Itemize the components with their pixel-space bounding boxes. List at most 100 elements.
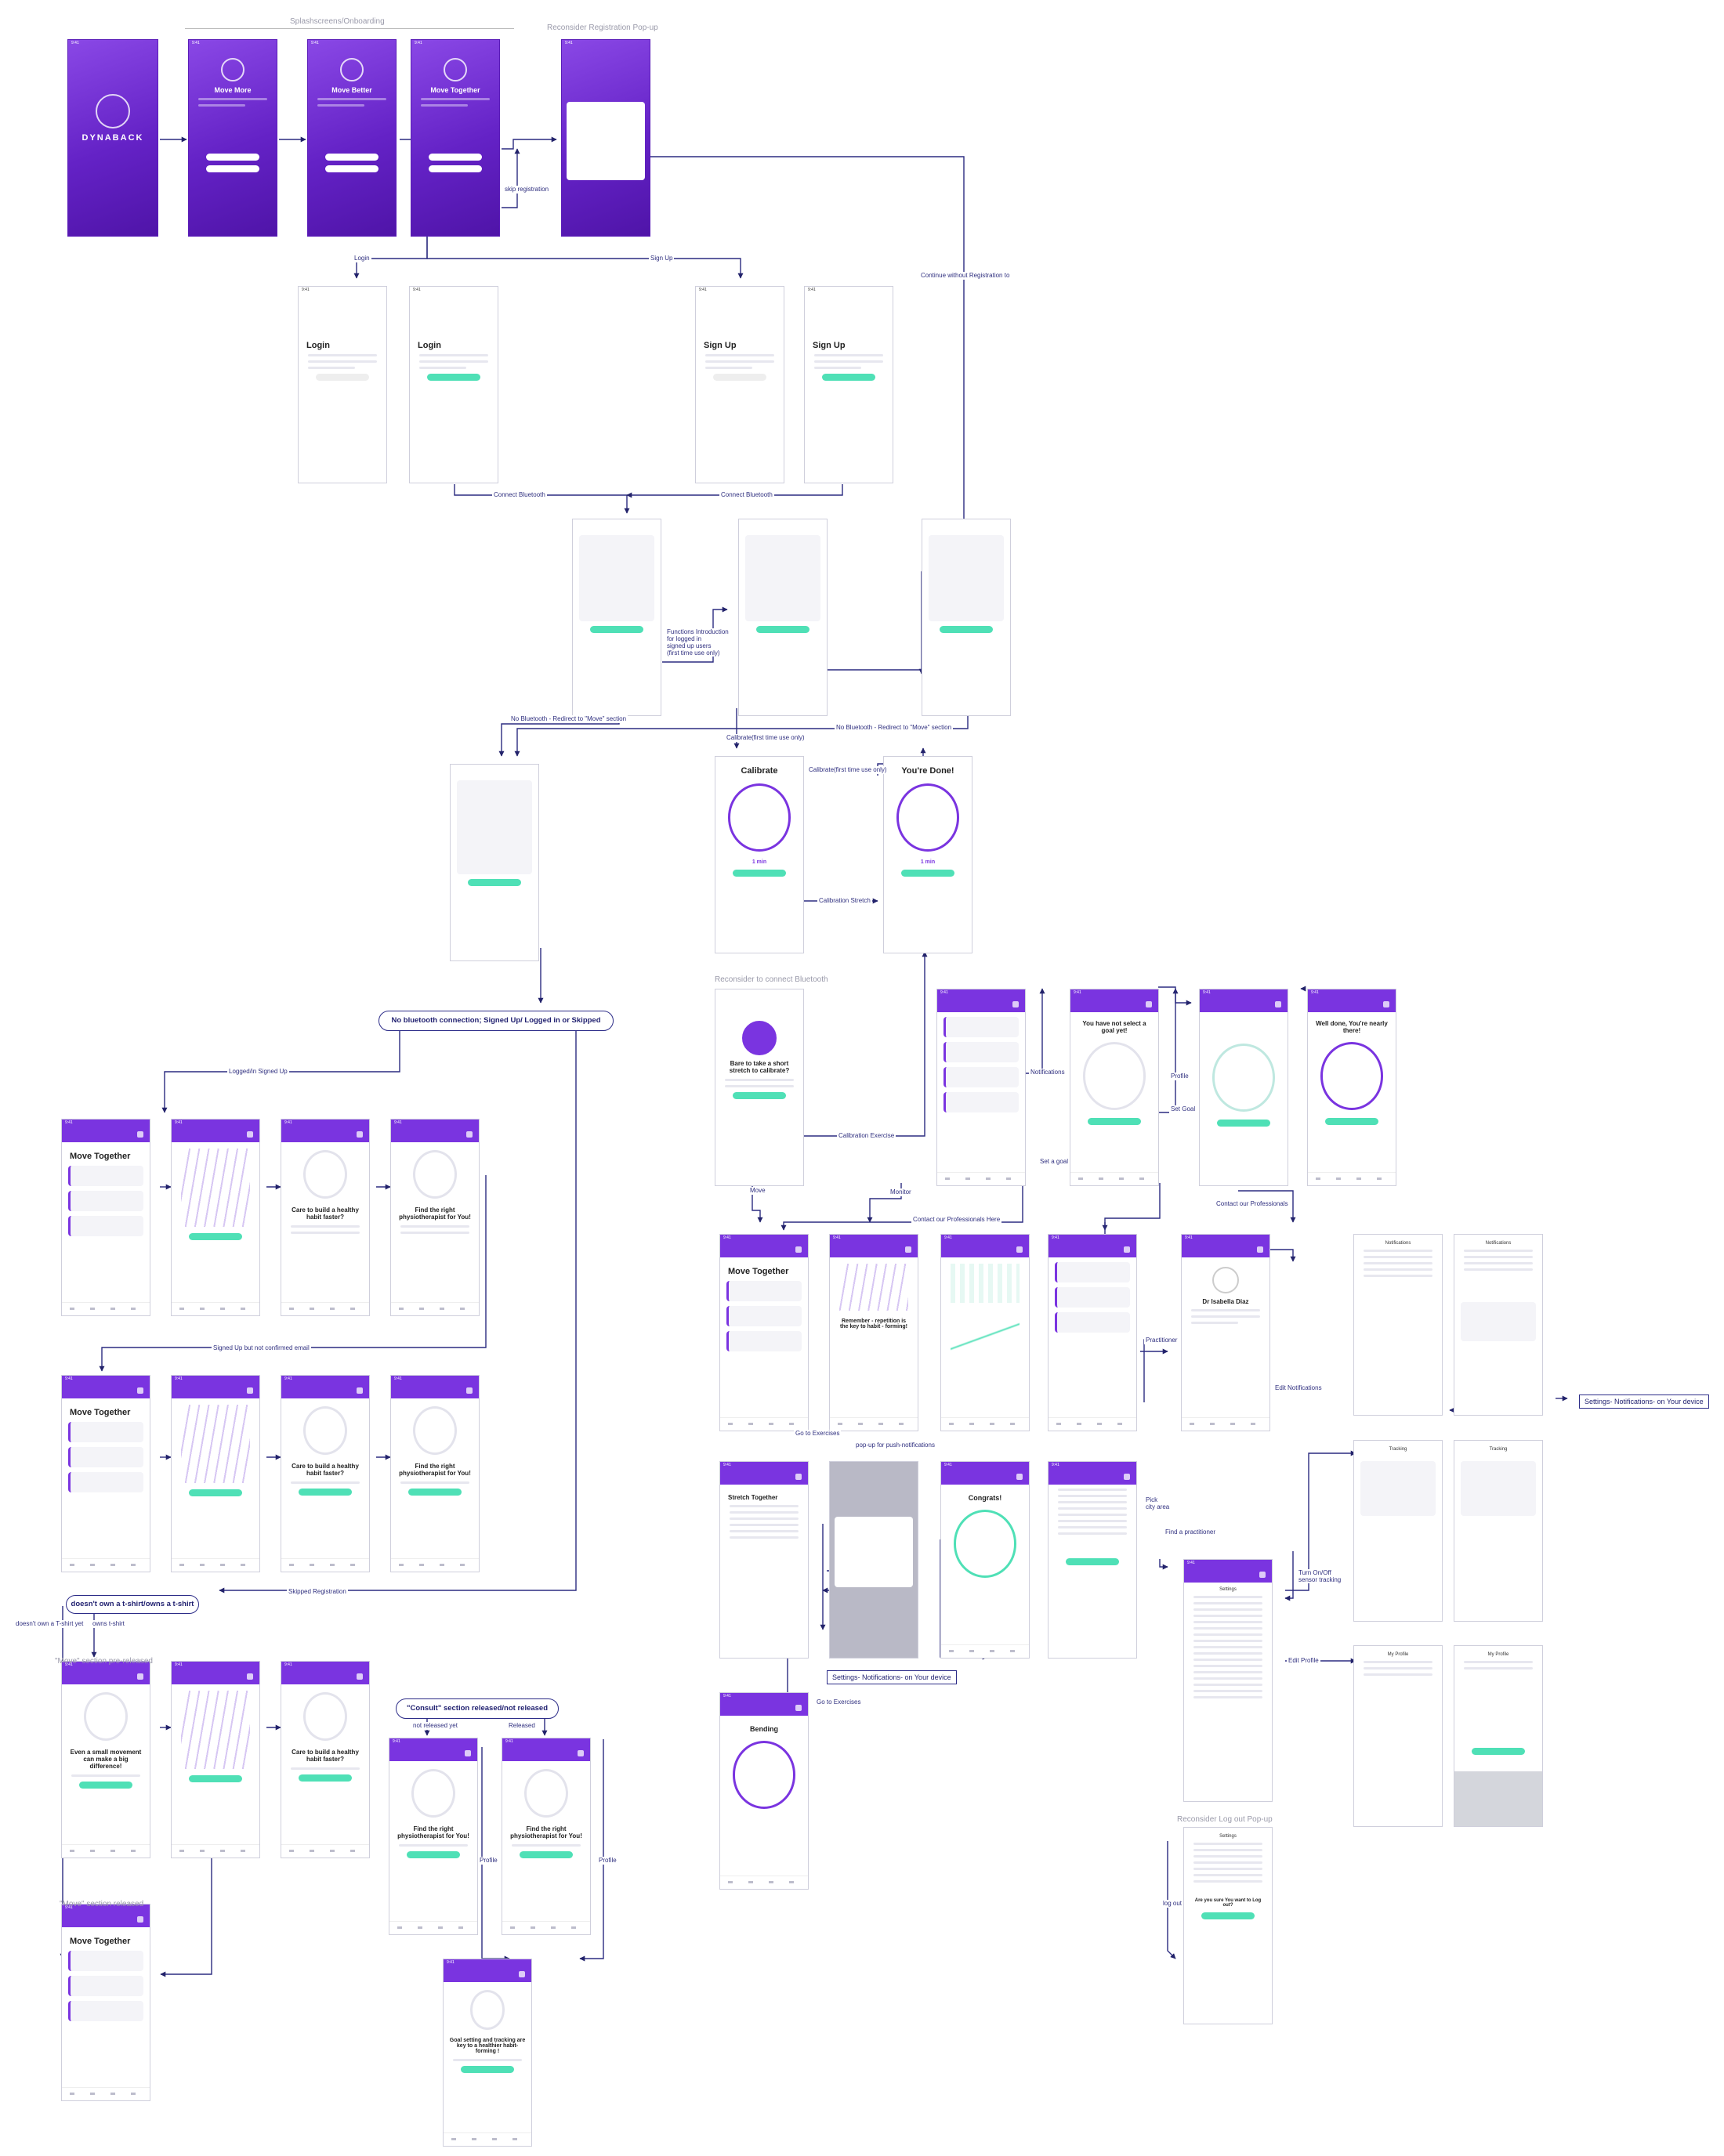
reconsider-registration-popup[interactable]: 9:41 [561,39,650,237]
flow-label-profile-2: Profile [478,1857,499,1865]
flow-label-monitor: Monitor [889,1188,913,1196]
move-together-screen-1[interactable]: 9:41 Move Together [61,1119,150,1316]
find-physio-screen-4[interactable]: 9:41 Find the right physiotherapist for … [502,1738,591,1935]
screen-title: Sign Up [704,341,737,350]
find-physio-screen-3[interactable]: 9:41 Find the right physiotherapist for … [389,1738,478,1935]
flow-label-move: Move [748,1187,767,1195]
flow-label-turn-on-off: Turn On/Off sensor tracking [1297,1569,1343,1583]
done-screen[interactable]: You're Done! 1 min [883,756,972,953]
notifications-list-screen[interactable]: 9:41 [936,989,1026,1186]
find-physio-screen-1[interactable]: 9:41 Find the right physiotherapist for … [390,1119,480,1316]
move-together-main-screen[interactable]: 9:41 Move Together [719,1234,809,1431]
flow-label-set-goal: Set Goal [1169,1105,1197,1113]
screen-title: You're Done! [901,766,954,776]
push-notification-popup-screen[interactable] [829,1461,918,1659]
waves-screen-1[interactable]: 9:41 [171,1119,260,1316]
my-profile-screen-1[interactable]: My Profile [1353,1645,1443,1827]
signup-screen-2[interactable]: 9:41 Sign Up [804,286,893,483]
flow-label-go-to-exercises-1: Go to Exercises [794,1430,842,1438]
waves-screen-3[interactable]: 9:41 [171,1661,260,1858]
section-title-move-released: "Move" section released [60,1900,144,1908]
find-physio-screen-2[interactable]: 9:41 Find the right physiotherapist for … [390,1375,480,1572]
settings-device-label-2: Settings- Notifications- on Your device [827,1670,957,1684]
tracking-screen-1[interactable]: Tracking [1353,1440,1443,1622]
flow-label-profile-1: Profile [1169,1073,1190,1080]
flow-label-released: Released [507,1722,537,1730]
stretch-together-screen[interactable]: 9:41 Stretch Together [719,1461,809,1659]
flow-label-skip-registration: skip registration [503,186,551,194]
congrats-screen[interactable]: 9:41 Congrats! [940,1461,1030,1659]
my-profile-screen-2[interactable]: My Profile [1454,1645,1543,1827]
login-button[interactable] [427,374,480,381]
screen-title: My Profile [1487,1652,1509,1657]
keyboard[interactable] [1454,1771,1542,1826]
login-screen-2[interactable]: 9:41 Login [409,286,498,483]
flow-label-not-released-yet: not released yet [411,1722,459,1730]
calibrate-phone-screen[interactable] [450,764,539,961]
sign-up-button[interactable] [206,165,259,172]
screen-title: Notifications [1485,1241,1512,1246]
flow-label-edit-profile: Edit Profile [1287,1657,1320,1665]
onboarding-screen-2[interactable]: 9:41 Move Better [307,39,397,237]
logout-popup-screen[interactable]: Settings Are you sure You want to Log ou… [1183,1827,1273,2024]
screen-title: Notifications [1385,1241,1411,1246]
sign-up-button[interactable] [822,374,875,381]
signup-screen-1[interactable]: 9:41 Sign Up [695,286,784,483]
login-button[interactable] [325,154,378,161]
flow-label-calibrate-first-1: Calibrate(first time use only) [725,734,806,742]
sign-up-button[interactable] [429,165,482,172]
move-together-screen-2[interactable]: 9:41 Move Together [61,1375,150,1572]
build-habit-screen-3[interactable]: 9:41 Care to build a healthy habit faste… [281,1661,370,1858]
practitioner-list-screen[interactable]: 9:41 [1048,1234,1137,1431]
flow-label-contact-professionals: Contact our Professionals [1215,1200,1290,1208]
login-button[interactable] [316,374,369,381]
monitor-chart-screen[interactable]: 9:41 [940,1234,1030,1431]
flow-label-practitioner: Practitioner [1144,1337,1179,1344]
remember-screen[interactable]: 9:41 Remember - repetition is the key to… [829,1234,918,1431]
flow-label-contact-professionals-here: Contact our Professionals Here [911,1216,1002,1224]
section-title-onboarding: Splashscreens/Onboarding [290,17,385,26]
login-screen-1[interactable]: 9:41 Login [298,286,387,483]
login-button[interactable] [429,154,482,161]
settings-screen[interactable]: 9:41 Settings [1183,1559,1273,1802]
bending-screen[interactable]: 9:41 Bending [719,1692,809,1890]
onboarding-screen-1[interactable]: 9:41 Move More [188,39,277,237]
small-movement-screen[interactable]: 9:41 Even a small movement can make a bi… [61,1661,150,1858]
pill-no-bluetooth: No bluetooth connection; Signed Up/ Logg… [378,1011,614,1031]
move-together-screen-3[interactable]: 9:41 Move Together [61,1904,150,2101]
doctor-profile-screen[interactable]: 9:41 Dr Isabella Diaz [1181,1234,1270,1431]
bluetooth-screen-3[interactable] [922,519,1011,716]
set-goal-screen[interactable]: 9:41 [1199,989,1288,1186]
onboarding-screen-3[interactable]: 9:41 Move Together [411,39,500,237]
notifications-settings-screen-1[interactable]: Notifications [1353,1234,1443,1416]
sign-up-button[interactable] [325,165,378,172]
screen-title: Tracking [1389,1447,1407,1452]
build-habit-screen-1[interactable]: 9:41 Care to build a healthy habit faste… [281,1119,370,1316]
bluetooth-screen-2[interactable] [738,519,828,716]
build-habit-screen-2[interactable]: 9:41 Care to build a healthy habit faste… [281,1375,370,1572]
bluetooth-screen-1[interactable] [572,519,661,716]
sign-up-button[interactable] [713,374,766,381]
screen-title: Move Together [70,1408,131,1417]
no-goal-screen[interactable]: 9:41 You have not select a goal yet! [1070,989,1159,1186]
nearly-there-screen[interactable]: 9:41 Well done, You're nearly there! [1307,989,1396,1186]
screen-title: Goal setting and tracking are key to a h… [449,2037,526,2054]
notifications-settings-screen-2[interactable]: Notifications [1454,1234,1543,1416]
flow-label-no-bt-redirect-2: No Bluetooth - Redirect to "Move" sectio… [835,724,954,732]
screen-title: Login [418,341,441,350]
splash-screen[interactable]: 9:41 DYNABACK [67,39,158,237]
goal-setting-screen[interactable]: 9:41 Goal setting and tracking are key t… [443,1959,532,2147]
flow-label-functions-intro: Functions Introduction for logged in sig… [665,628,730,657]
city-area-list-screen[interactable]: 9:41 [1048,1461,1137,1659]
flow-label-doesnt-own: doesn't own a T-shirt yet [14,1620,85,1628]
screen-title: Well done, You're nearly there! [1316,1020,1388,1034]
reconsider-bluetooth-screen[interactable]: Bare to take a short stretch to calibrat… [715,989,804,1186]
tracking-screen-2[interactable]: Tracking [1454,1440,1543,1622]
login-button[interactable] [206,154,259,161]
onboarding-title: Move Together [430,86,480,94]
screen-title: Congrats! [968,1494,1002,1502]
waves-screen-2[interactable]: 9:41 [171,1375,260,1572]
popup-card [567,102,645,180]
flow-label-owns: owns t-shirt [91,1620,126,1628]
calibrate-screen[interactable]: Calibrate 1 min [715,756,804,953]
